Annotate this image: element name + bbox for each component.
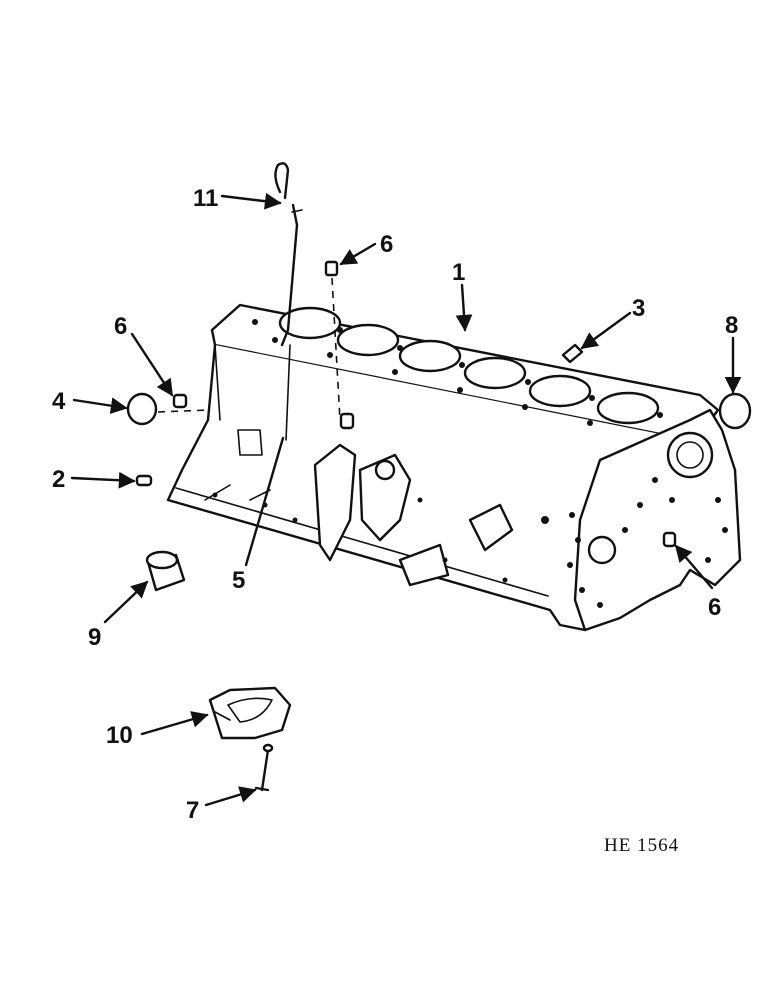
callout-2: 2 (52, 466, 65, 493)
callout-6-right: 6 (708, 594, 721, 621)
expansion-plug-left (126, 392, 158, 426)
reference-code: HE 1564 (604, 835, 679, 856)
cap-bolt (254, 743, 274, 792)
pipe-plug-upper (324, 260, 339, 277)
callout-7: 7 (186, 797, 199, 824)
callout-4: 4 (52, 388, 66, 415)
expansion-plug-right (718, 392, 752, 430)
callout-11: 11 (193, 185, 218, 212)
dowel-pin (135, 474, 153, 487)
pipe-plug-left (172, 393, 188, 409)
callout-10: 10 (106, 722, 133, 749)
fitting-3 (561, 343, 584, 364)
dipstick (274, 162, 303, 347)
callout-6-upper: 6 (380, 231, 393, 258)
bearing-cap (208, 686, 292, 740)
callout-6-left: 6 (114, 313, 127, 340)
pipe-plug-lower-right (662, 531, 677, 548)
callout-5: 5 (232, 567, 245, 594)
callout-1: 1 (452, 259, 465, 286)
pipe-plug-center (339, 412, 355, 430)
cam-bushing (145, 550, 186, 592)
callout-9: 9 (88, 624, 101, 651)
callout-3: 3 (632, 295, 645, 322)
callout-8: 8 (725, 312, 738, 339)
cylinder-block (166, 303, 742, 632)
leader-lines (70, 192, 742, 807)
